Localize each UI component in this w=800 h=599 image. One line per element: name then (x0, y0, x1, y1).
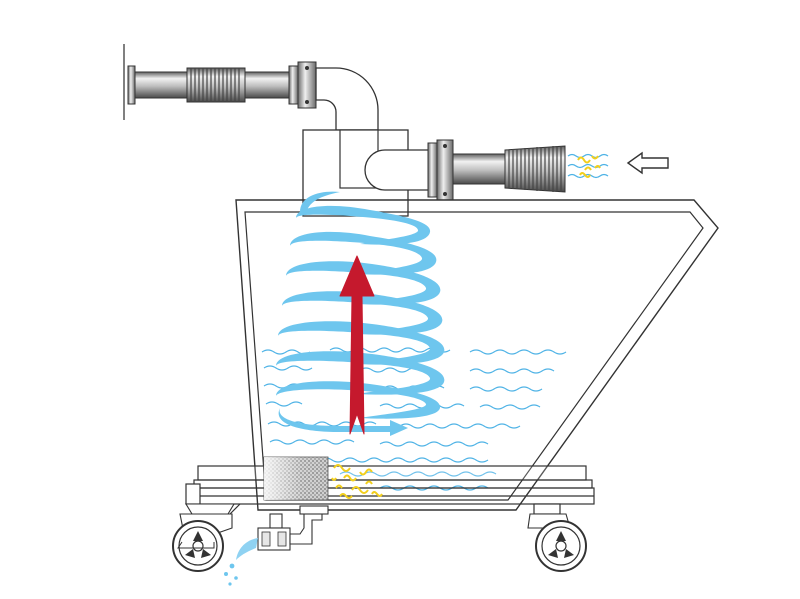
left-caster (172, 503, 235, 572)
tank-inner (244, 211, 704, 501)
pipe-flange (427, 142, 438, 198)
spiral-icon (278, 321, 445, 365)
pipe-flange (436, 139, 454, 201)
right-caster (527, 513, 587, 572)
wheel-icon (535, 520, 587, 572)
pipe-elbow (315, 67, 379, 131)
spiral-icon (276, 351, 445, 395)
flexible-hose-icon (504, 145, 566, 193)
pipe-segment (452, 153, 506, 185)
spiral-icon (278, 408, 408, 436)
filter-mesh (263, 456, 329, 501)
wheel-icon (172, 520, 224, 572)
inlet-arrow-icon (626, 151, 669, 175)
inlet-flow-waves (567, 153, 609, 179)
separator-head (302, 129, 428, 217)
water-waves (261, 347, 567, 491)
cyclone-vortex (276, 191, 445, 436)
chips-icon (577, 155, 601, 178)
drain-valve (224, 505, 329, 586)
inlet-pipe (427, 139, 669, 201)
drain-water (236, 538, 258, 560)
spiral-icon (286, 261, 441, 305)
pipe-segment (244, 71, 290, 99)
flexible-hose-icon (186, 67, 246, 103)
inlet-volute (364, 149, 428, 191)
collection-tank (235, 199, 719, 511)
outlet-pipe (123, 44, 379, 131)
valve-icon (269, 513, 283, 529)
spiral-icon (276, 381, 441, 419)
pipe-flange (288, 65, 299, 105)
wall-flange (127, 65, 136, 105)
spiral-icon (282, 291, 443, 335)
cart-frame (185, 465, 595, 515)
spiral-icon (300, 191, 340, 214)
red-up-arrow-icon (339, 255, 375, 435)
spiral-icon (290, 231, 437, 275)
chips-icon (331, 464, 383, 499)
spiral-icon (296, 205, 431, 245)
pipe-segment (134, 71, 188, 99)
tank-outer (235, 199, 719, 511)
